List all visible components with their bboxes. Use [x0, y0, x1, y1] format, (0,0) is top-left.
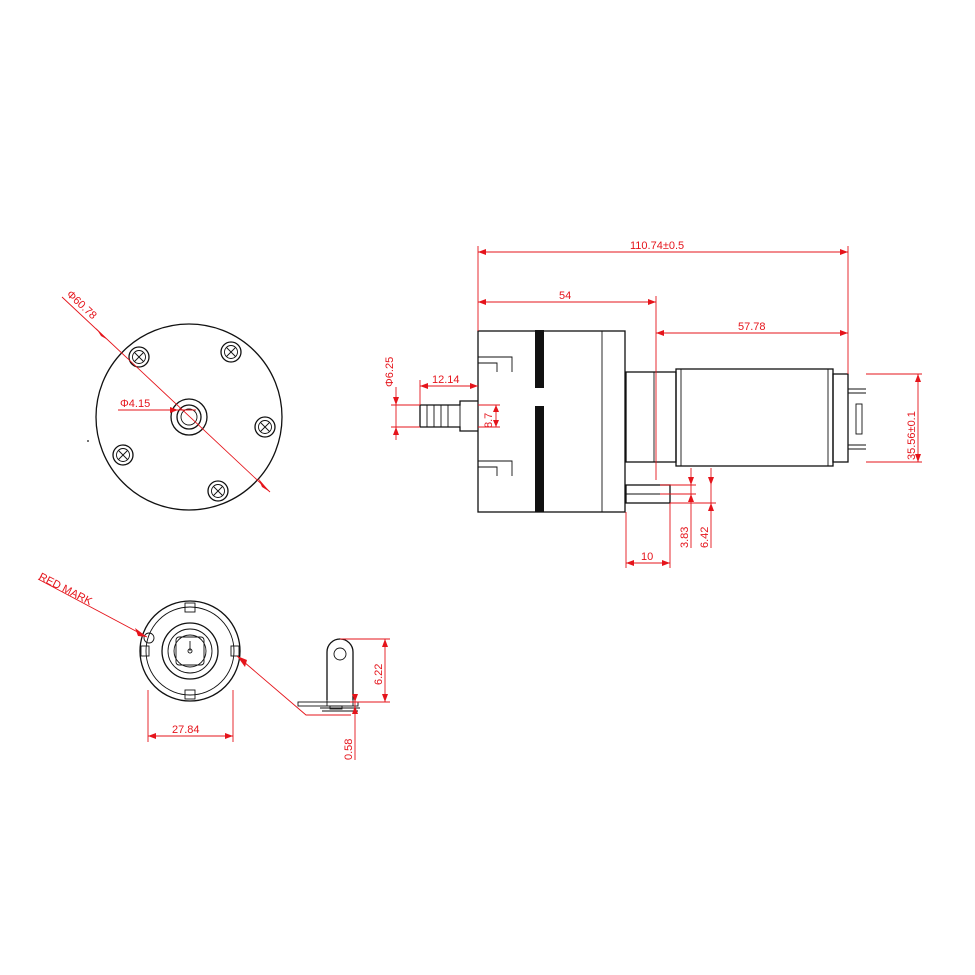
screw-icon — [254, 416, 276, 438]
screw-icon — [112, 444, 134, 466]
motor-can — [675, 368, 834, 467]
rear-view: RED MARK 27.84 — [37, 571, 351, 742]
screw-icon — [220, 341, 242, 363]
front-view: Φ60.78 Φ4.15 — [61, 288, 283, 511]
top-notch — [184, 602, 196, 613]
bottom-notch — [184, 689, 196, 700]
total-length-label: 110.74±0.5 — [630, 240, 684, 252]
red-mark-label: RED MARK — [37, 571, 95, 608]
motor-diameter-label: 35.56±0.1 — [906, 411, 918, 460]
nozzle-top — [420, 400, 478, 406]
bracket-height-label: 6.42 — [699, 527, 711, 548]
side-view: 110.74±0.5 54 57.78 35.56±0.1 Φ6.25 12.1… — [384, 240, 922, 568]
diaphragm-slot-bottom — [535, 406, 544, 512]
motor-end-outer — [139, 600, 241, 702]
pump-head-circle — [95, 323, 283, 511]
screw-icon — [128, 346, 150, 368]
terminal-hole — [333, 647, 347, 661]
red-mark-dot — [143, 632, 155, 644]
terminal-leader — [236, 655, 351, 716]
nozzle-bottom — [420, 426, 478, 432]
nozzle-inner-label: 8.7 — [483, 413, 495, 428]
motor-length-label: 57.78 — [738, 321, 766, 333]
bracket-slot-label: 3.83 — [679, 527, 691, 548]
width-label: 27.84 — [172, 724, 200, 736]
bearing-stub — [855, 403, 863, 435]
terminal-detail: 6.22 0.58 — [297, 638, 390, 760]
terminal-height-label: 6.22 — [373, 664, 385, 685]
pump-length-label: 54 — [559, 290, 571, 302]
bearing-boss — [175, 636, 205, 666]
screw-icon — [207, 480, 229, 502]
terminal-thickness-label: 0.58 — [343, 739, 355, 760]
outlet-ring-inner — [176, 404, 202, 430]
diameter-leader — [61, 296, 271, 493]
pump-body — [477, 330, 626, 513]
nozzle-length-label: 12.14 — [432, 374, 460, 386]
motor-end-cap — [832, 373, 849, 463]
diaphragm-slot-top — [535, 330, 544, 388]
end-cap-ring — [161, 622, 219, 680]
outer-diameter-label: Φ60.78 — [64, 288, 99, 322]
motor-end-inner — [145, 606, 235, 696]
nozzle-diameter-label: Φ6.25 — [384, 357, 396, 387]
red-mark-leader — [37, 578, 148, 638]
outlet-ring-outer — [170, 398, 208, 436]
shaft-diameter-label: Φ4.15 — [120, 398, 150, 410]
terminal-base — [297, 701, 359, 707]
gearbox — [625, 371, 677, 463]
outlet-hole — [180, 408, 198, 426]
bracket-width-label: 10 — [641, 551, 653, 563]
